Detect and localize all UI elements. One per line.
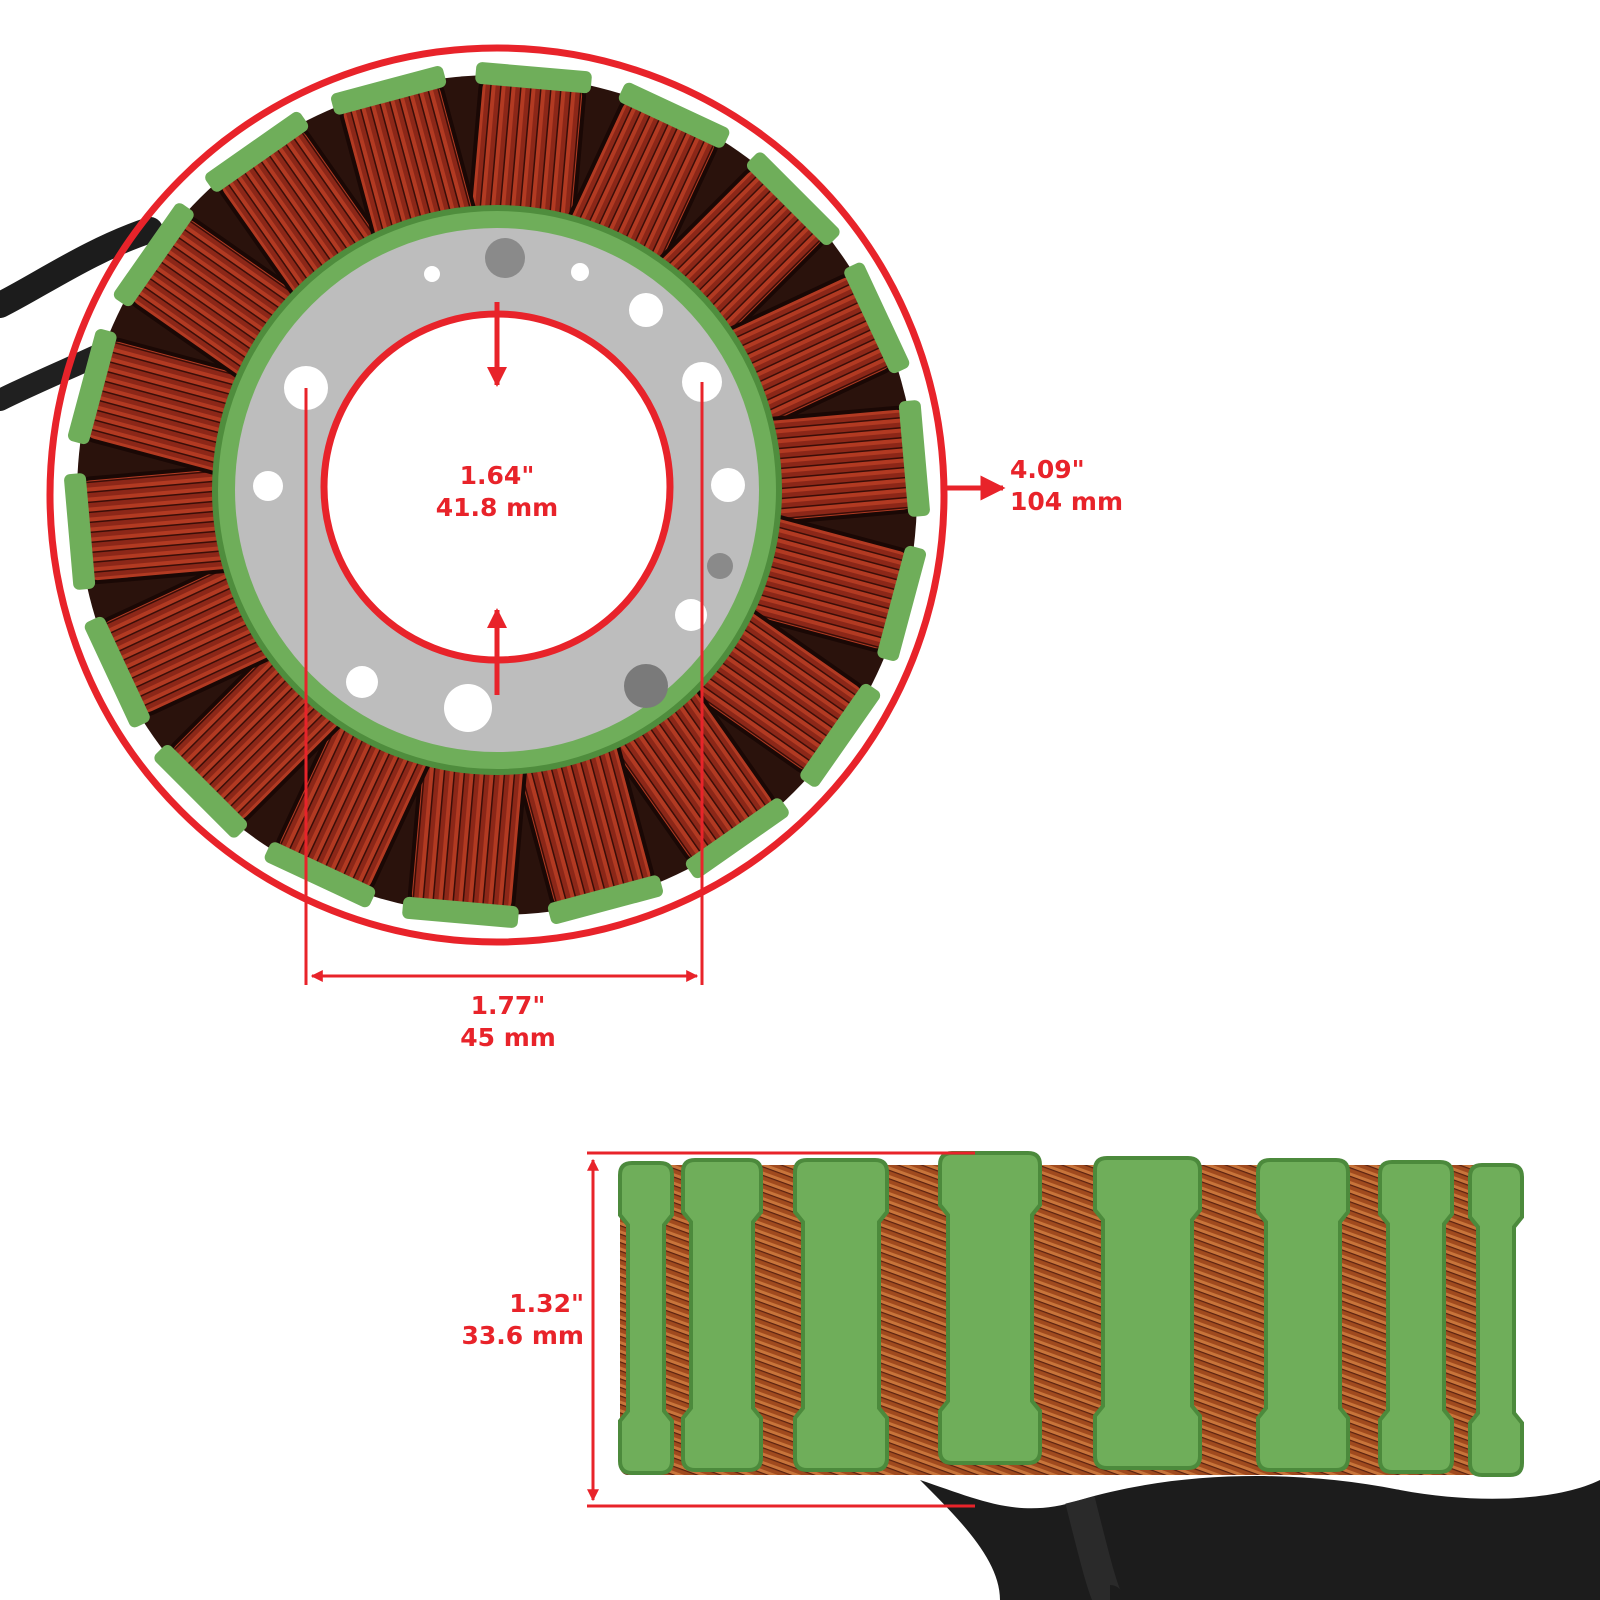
stator-pole: [1256, 1158, 1350, 1472]
bolt-hole: [253, 471, 283, 501]
outer-diameter-label: 4.09" 104 mm: [1010, 454, 1123, 518]
stator-pole: [938, 1151, 1042, 1465]
bolt-hole: [571, 263, 589, 281]
rivet: [485, 238, 525, 278]
stator-pole: [1468, 1163, 1524, 1477]
height-inch: 1.32": [509, 1289, 584, 1318]
stator-pole: [1378, 1160, 1454, 1474]
outer-diameter-inch: 4.09": [1010, 455, 1085, 484]
inner-diameter-inch: 1.64": [459, 461, 535, 490]
stator-pole: [1093, 1156, 1202, 1470]
bolt-spacing-label: 1.77" 45 mm: [428, 990, 588, 1054]
bolt-hole: [346, 666, 378, 698]
stator-pole: [618, 1161, 674, 1475]
coil: [64, 464, 246, 590]
dimension-lines: [46, 44, 1006, 985]
rivet: [707, 553, 733, 579]
height-label: 1.32" 33.6 mm: [444, 1288, 585, 1352]
bolt-hole: [711, 468, 745, 502]
height-mm: 33.6 mm: [461, 1321, 585, 1350]
bolt-spacing-mm: 45 mm: [460, 1023, 556, 1052]
inner-diameter-mm: 41.8 mm: [435, 493, 559, 522]
bolt-hole: [424, 266, 440, 282]
stator-pole: [681, 1158, 763, 1472]
height-dimension: [587, 1151, 975, 1508]
stator-pole: [793, 1158, 889, 1472]
bolt-hole: [444, 684, 492, 732]
coil: [748, 400, 930, 526]
bolt-spacing-inch: 1.77": [470, 991, 546, 1020]
outer-diameter-circle: [46, 44, 948, 946]
coil: [402, 746, 528, 928]
coil: [466, 62, 592, 244]
bolt-hole: [675, 599, 707, 631]
center-hole: [324, 314, 670, 660]
rivet: [624, 664, 668, 708]
inner-diameter-label: 1.64" 41.8 mm: [417, 460, 577, 524]
stator-side-view: [618, 1151, 1600, 1600]
bolt-hole: [629, 293, 663, 327]
coil: [733, 512, 927, 661]
stator-top-view: [64, 62, 930, 928]
outer-diameter-mm: 104 mm: [1010, 487, 1123, 516]
